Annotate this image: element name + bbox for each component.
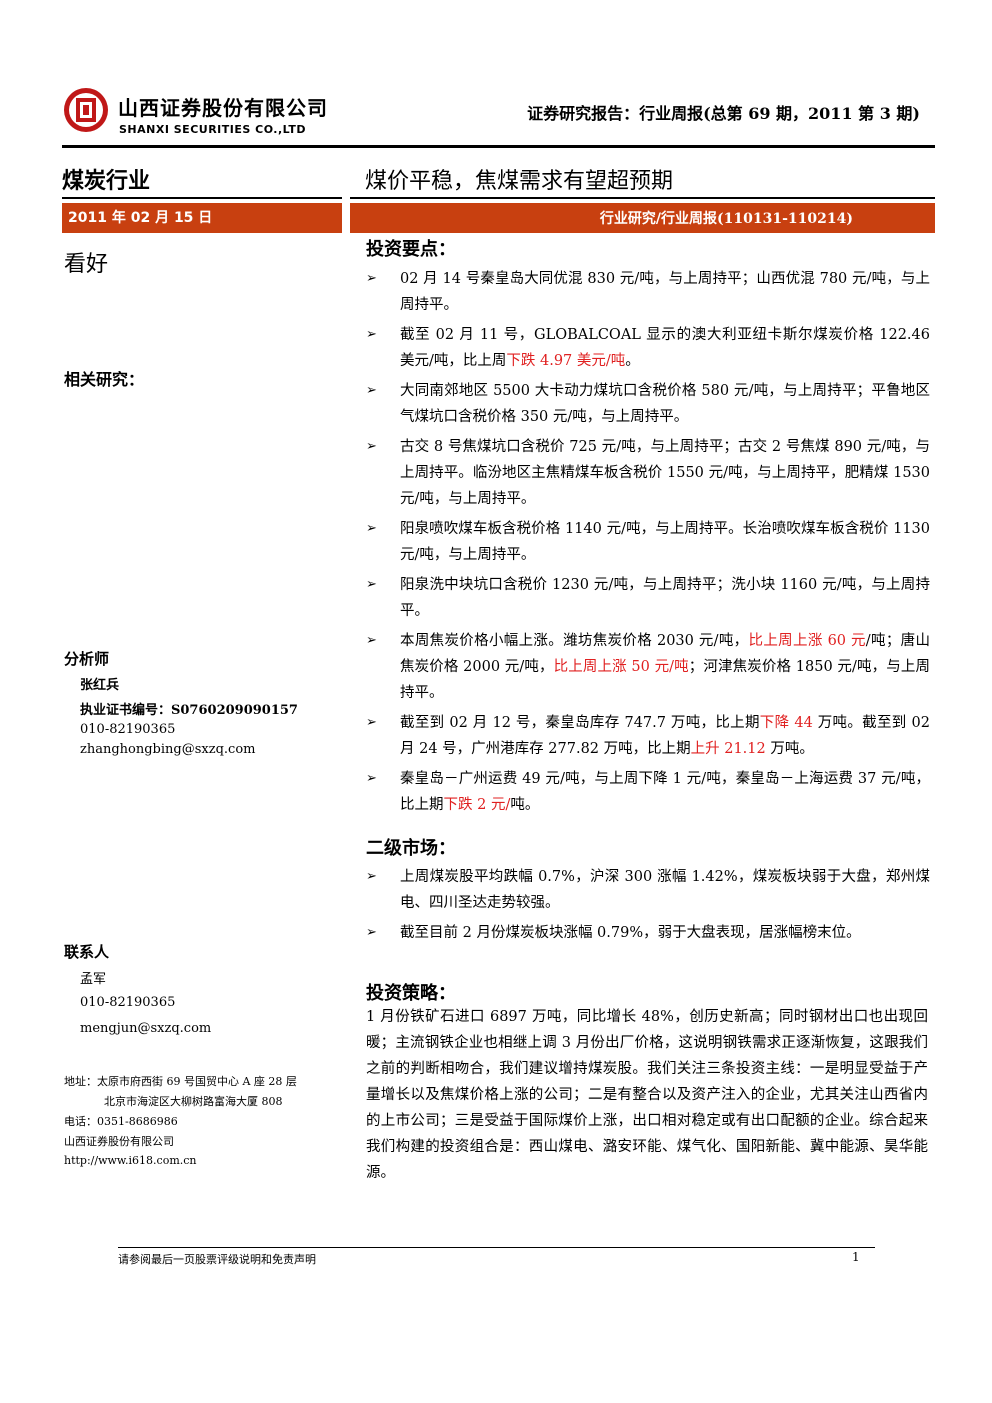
list-item: ➢02 月 14 号秦皇岛大同优混 830 元/吨，与上周持平；山西优混 780…	[366, 266, 930, 318]
investment-strategy-text: 1 月份铁矿石进口 6897 万吨，同比增长 48%，创历史新高；同时钢材出口也…	[366, 1009, 928, 1181]
arrow-bullet-icon: ➢	[366, 439, 377, 454]
list-item: ➢截至目前 2 月份煤炭板块涨幅 0.79%，弱于大盘表现，居涨幅榜末位。	[366, 920, 930, 946]
contact-email[interactable]: mengjun@sxzq.com	[80, 1021, 212, 1036]
header-divider	[62, 145, 935, 148]
arrow-bullet-icon: ➢	[366, 633, 377, 648]
date-bar	[62, 203, 342, 233]
footer-disclaimer: 请参阅最后一页股票评级说明和免责声明	[118, 1253, 316, 1266]
arrow-bullet-icon: ➢	[366, 521, 377, 536]
right-divider	[350, 197, 935, 199]
list-item: ➢秦皇岛－广州运费 49 元/吨，与上周下降 1 元/吨，秦皇岛－上海运费 37…	[366, 766, 930, 818]
arrow-bullet-icon: ➢	[366, 925, 377, 940]
analyst-title: 分析师	[64, 650, 110, 668]
contact-name: 孟军	[80, 972, 107, 987]
related-research-title: 相关研究：	[64, 370, 145, 389]
contact-title: 联系人	[64, 943, 110, 961]
analyst-cert: 执业证书编号：S0760209090157	[80, 703, 298, 718]
report-date: 2011 年 02 月 15 日	[68, 210, 213, 226]
arrow-bullet-icon: ➢	[366, 771, 377, 786]
list-item: ➢截至到 02 月 12 号，秦皇岛库存 747.7 万吨，比上期下降 44 万…	[366, 710, 930, 762]
arrow-bullet-icon: ➢	[366, 327, 377, 342]
secondary-market-list: ➢上周煤炭股平均跌幅 0.7%，沪深 300 涨幅 1.42%，煤炭板块弱于大盘…	[366, 864, 930, 950]
report-title: 证券研究报告：行业周报(总第 69 期，2011 第 3 期)	[527, 104, 920, 123]
arrow-bullet-icon: ➢	[366, 869, 377, 884]
analyst-email[interactable]: zhanghongbing@sxzq.com	[80, 742, 256, 757]
analyst-phone: 010-82190365	[80, 722, 176, 737]
list-item: ➢大同南郊地区 5500 大卡动力煤坑口含税价格 580 元/吨，与上周持平；平…	[366, 378, 930, 430]
arrow-bullet-icon: ➢	[366, 383, 377, 398]
company-logo-icon	[62, 86, 110, 134]
headline: 煤价平稳，焦煤需求有望超预期	[365, 169, 674, 194]
investment-strategy-title: 投资策略：	[366, 983, 456, 1004]
list-item: ➢本周焦炭价格小幅上涨。潍坊焦炭价格 2030 元/吨，比上周上涨 60 元/吨…	[366, 628, 930, 706]
industry-title: 煤炭行业	[62, 169, 151, 194]
list-item: ➢截至 02 月 11 号，GLOBALCOAL 显示的澳大利亚纽卡斯尔煤炭价格…	[366, 322, 930, 374]
address-line-1: 地址：太原市府西街 69 号国贸中心 A 座 28 层	[64, 1075, 297, 1088]
list-item: ➢古交 8 号焦煤坑口含税价 725 元/吨，与上周持平；古交 2 号焦煤 89…	[366, 434, 930, 512]
page-number: 1	[852, 1250, 860, 1264]
report-category: 行业研究/行业周报(110131-110214)	[599, 211, 853, 227]
list-item: ➢上周煤炭股平均跌幅 0.7%，沪深 300 涨幅 1.42%，煤炭板块弱于大盘…	[366, 864, 930, 916]
investment-points-list: ➢02 月 14 号秦皇岛大同优混 830 元/吨，与上周持平；山西优混 780…	[366, 266, 930, 822]
list-item: ➢阳泉洗中块坑口含税价 1230 元/吨，与上周持平；洗小块 1160 元/吨，…	[366, 572, 930, 624]
address-line-2: 北京市海淀区大柳树路富海大厦 808	[104, 1095, 283, 1108]
footer-divider	[118, 1247, 875, 1248]
arrow-bullet-icon: ➢	[366, 577, 377, 592]
list-item: ➢阳泉喷吹煤车板含税价格 1140 元/吨，与上周持平。长治喷吹煤车板含税价 1…	[366, 516, 930, 568]
secondary-market-title: 二级市场：	[366, 838, 456, 859]
contact-phone: 010-82190365	[80, 995, 176, 1010]
arrow-bullet-icon: ➢	[366, 271, 377, 286]
company-name-cn: 山西证券股份有限公司	[118, 96, 328, 120]
address-phone: 电话：0351-8686986	[64, 1115, 178, 1128]
rating: 看好	[64, 252, 109, 277]
arrow-bullet-icon: ➢	[366, 715, 377, 730]
company-name-en: SHANXI SECURITIES CO.,LTD	[119, 123, 306, 136]
left-divider	[62, 197, 342, 199]
category-bar	[350, 203, 935, 233]
company-url-link[interactable]: http://www.i618.com.cn	[64, 1154, 197, 1167]
analyst-name: 张红兵	[80, 678, 120, 693]
investment-points-title: 投资要点：	[366, 239, 456, 260]
address-company: 山西证券股份有限公司	[64, 1135, 174, 1148]
